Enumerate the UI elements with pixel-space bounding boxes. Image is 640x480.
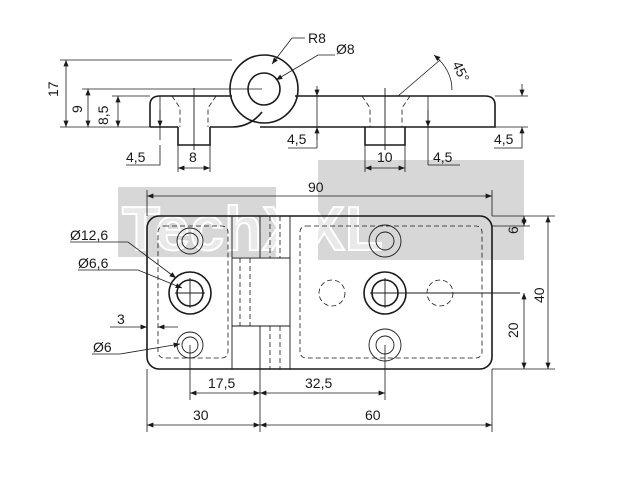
leader-d6 — [92, 342, 181, 355]
dim-40: 40 — [531, 287, 547, 303]
dim-4-5-offset-right: 4,5 — [433, 149, 453, 165]
knuckle-hidden-pin — [239, 216, 281, 369]
hole-right-top-outer — [368, 224, 402, 258]
dim-17-5: 17,5 — [208, 375, 235, 391]
dim-d12-6: Ø12,6 — [70, 227, 108, 243]
leader-d8 — [275, 54, 335, 81]
dim-17: 17 — [45, 81, 61, 97]
watermark-block-right — [318, 160, 524, 260]
countersink-right-hidden — [361, 95, 411, 127]
leader-d12-6 — [70, 241, 177, 279]
watermark: TechXXL — [118, 160, 524, 265]
ext-far-right — [495, 95, 528, 128]
side-view-dimensions: 17 9 8,5 R8 Ø8 45° 4,5 8 4,5 — [45, 30, 528, 172]
countersunk-hole-left-outer — [168, 271, 212, 315]
leader-4-5-far — [494, 140, 523, 149]
angle-arc — [433, 54, 453, 91]
dim-30: 30 — [193, 407, 209, 423]
dim-9: 9 — [69, 105, 85, 113]
dim-8-5: 8,5 — [95, 105, 111, 125]
angle-line — [397, 59, 441, 97]
ext-30-60 — [146, 369, 493, 432]
hole-left-top-inner — [181, 232, 199, 250]
top-view-dimensions: 90 40 6 20 Ø12,6 Ø6,6 3 Ø6 17,5 32,5 — [70, 179, 555, 432]
dim-4-5-left: 4,5 — [126, 149, 146, 165]
dim-d6-6: Ø6,6 — [78, 255, 109, 271]
leader-r8 — [271, 37, 305, 65]
dim-8: 8 — [189, 149, 197, 165]
dim-d6: Ø6 — [93, 339, 112, 355]
dim-45deg: 45° — [449, 59, 472, 85]
hidden-hole-mid-left — [318, 279, 346, 307]
dim-4-5-mid: 4,5 — [287, 131, 307, 147]
hole-centerlines — [175, 278, 520, 308]
dim-90: 90 — [308, 179, 324, 195]
dim-32-5: 32,5 — [305, 375, 332, 391]
leader-4-5-left — [126, 145, 161, 166]
hole-left-top-outer — [176, 227, 204, 255]
watermark-text: TechXXL — [122, 195, 383, 264]
dim-4-5-right: 4,5 — [494, 131, 514, 147]
dim-6: 6 — [505, 226, 521, 234]
knuckle-band-edges — [231, 216, 291, 369]
leader-d6-6 — [78, 269, 183, 289]
top-view — [146, 215, 520, 370]
side-view-right-leaf — [260, 95, 496, 128]
side-view-left-leaf — [149, 95, 232, 127]
hole-right-top-inner — [375, 231, 395, 251]
dim-d8: Ø8 — [336, 41, 355, 57]
countersink-left-hidden — [171, 95, 217, 127]
top-view-outline — [146, 215, 493, 370]
dim-60: 60 — [365, 407, 381, 423]
side-view — [149, 54, 496, 150]
dim-20: 20 — [505, 322, 521, 338]
side-view-knuckle-link — [231, 111, 263, 128]
dim-10: 10 — [377, 149, 393, 165]
dim-3: 3 — [117, 311, 125, 327]
dim-r8: R8 — [308, 30, 326, 46]
knuckle-segments — [232, 216, 290, 369]
